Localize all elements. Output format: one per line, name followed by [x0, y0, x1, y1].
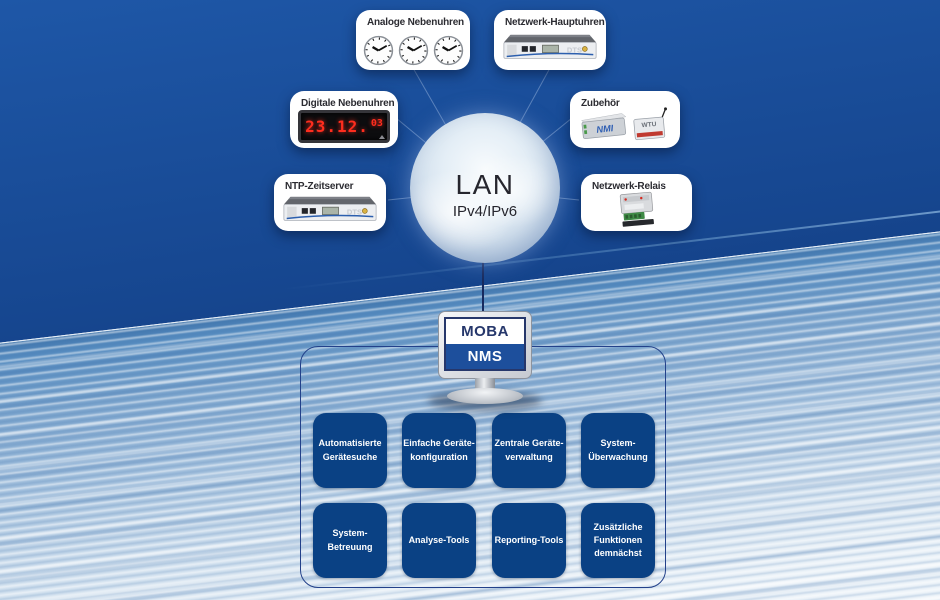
moba-nms-monitor-icon: MOBA NMS [428, 311, 542, 411]
node-label: Netzwerk-Hauptuhren [505, 17, 605, 28]
monitor-screen: MOBA NMS [444, 317, 526, 371]
analog-clocks-icon [356, 35, 470, 66]
node-card-zubehoer: Zubehör NMI WTU [570, 91, 680, 148]
accessory-devices-graphic: NMI WTU [581, 107, 667, 141]
device-label-left: NMI [596, 123, 614, 135]
monitor-neck [475, 378, 495, 391]
device-brand-text: DTS [347, 208, 362, 217]
rack-device-icon: DTS [494, 32, 606, 64]
feature-box-zusaetzliche: Zusätzliche Funktionen demnächst [581, 503, 655, 578]
alarm-bell-icon [379, 135, 385, 139]
monitor-base [447, 388, 523, 404]
accessory-devices-icon: NMI WTU [570, 107, 680, 144]
monitor-frame: MOBA NMS [438, 311, 532, 379]
rack-device-graphic: DTS [503, 34, 597, 59]
feature-box-reporting: Reporting-Tools [492, 503, 566, 578]
node-card-netzwerk-hauptuhren: Netzwerk-Hauptuhren DTS [494, 10, 606, 70]
analog-clock-icon [398, 35, 428, 66]
node-card-digitale-nebenuhren: Digitale Nebenuhren 23.12. 03 [290, 91, 398, 148]
nms-logo-text: NMS [446, 344, 524, 369]
device-brand-text: DTS [567, 46, 582, 55]
feature-box-verwaltung: Zentrale Geräte- verwaltung [492, 413, 566, 488]
digital-clock-display: 23.12. 03 [298, 110, 390, 143]
node-card-netzwerk-relais: Netzwerk-Relais [581, 174, 692, 231]
digital-clock-seconds: 03 [370, 117, 383, 129]
relay-device-graphic [619, 191, 654, 227]
rack-device-graphic: DTS [283, 196, 377, 221]
lan-title: LAN [455, 168, 515, 200]
digital-clock-time: 23.12. [305, 117, 369, 136]
moba-logo-text: MOBA [446, 319, 524, 344]
rack-device-icon: DTS [274, 194, 386, 226]
node-label: Netzwerk-Relais [592, 181, 666, 192]
feature-box-analyse: Analyse-Tools [402, 503, 476, 578]
lan-globe: LAN IPv4/IPv6 [410, 113, 560, 263]
feature-box-konfiguration: Einfache Geräte- konfiguration [402, 413, 476, 488]
analog-clock-icon [433, 35, 463, 66]
node-label: Analoge Nebenuhren [367, 17, 464, 28]
analog-clock-icon [363, 35, 393, 66]
device-label-right: WTU [641, 121, 657, 129]
lan-subtitle: IPv4/IPv6 [452, 202, 518, 220]
feature-box-betreuung: System- Betreuung [313, 503, 387, 578]
node-card-ntp-zeitserver: NTP-Zeitserver DTS [274, 174, 386, 231]
node-label: Digitale Nebenuhren [301, 98, 395, 109]
node-label: Zubehör [581, 98, 620, 109]
node-card-analoge-nebenuhren: Analoge Nebenuhren [356, 10, 470, 70]
node-label: NTP-Zeitserver [285, 181, 354, 192]
feature-box-geraetesuche: Automatisierte Gerätesuche [313, 413, 387, 488]
feature-box-ueberwachung: System- Überwachung [581, 413, 655, 488]
relay-device-icon [581, 189, 692, 229]
